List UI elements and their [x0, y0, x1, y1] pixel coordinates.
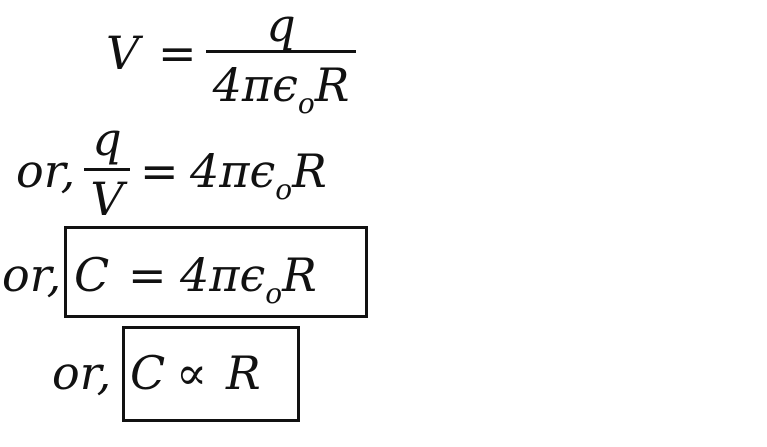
fraction-bar: [84, 168, 130, 171]
or-prefix: or,: [52, 346, 112, 400]
equals-sign: =: [128, 248, 167, 302]
radius-symbol: R: [226, 346, 261, 400]
fraction-numerator: q: [92, 112, 122, 166]
fraction-denominator: V: [90, 172, 124, 226]
equals-sign: =: [158, 26, 197, 80]
capacitance-symbol: C: [74, 248, 110, 302]
result-box-proportionality: [122, 326, 300, 422]
fraction-bar: [206, 50, 356, 53]
rhs-expression: 4πϵoR: [180, 248, 317, 310]
rhs-expression: 4πϵoR: [190, 144, 327, 206]
capacitance-symbol: C: [130, 346, 166, 400]
result-box-capacitance: [64, 226, 368, 318]
or-prefix: or,: [2, 248, 62, 302]
or-prefix: or,: [16, 144, 76, 198]
equals-sign: =: [140, 144, 179, 198]
voltage-symbol: V: [106, 26, 140, 80]
fraction-q-over-4pieR: q 4πϵoR: [206, 0, 356, 120]
fraction-numerator: q: [266, 0, 296, 52]
proportional-sign: ∝: [176, 346, 208, 400]
fraction-denominator: 4πϵoR: [212, 58, 350, 120]
fraction-q-over-v: q V: [84, 112, 130, 224]
